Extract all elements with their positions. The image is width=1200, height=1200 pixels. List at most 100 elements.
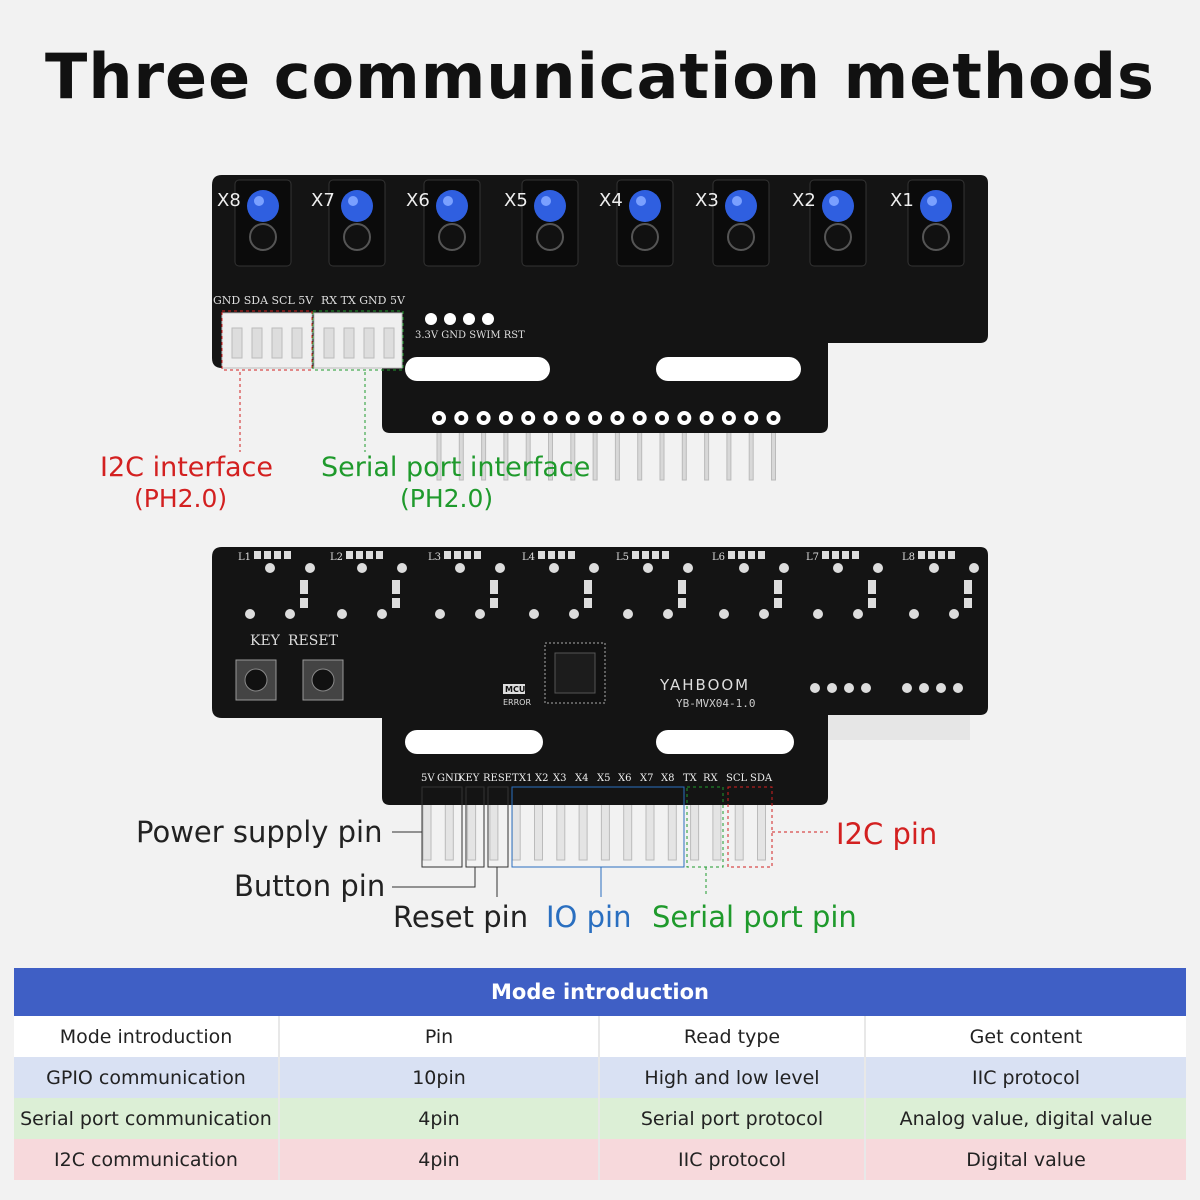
pin-label: SDA: [750, 773, 773, 784]
led-group: [623, 551, 693, 619]
table-cell: Digital value: [865, 1139, 1186, 1180]
led-label: L5: [616, 552, 629, 563]
led-label: L3: [428, 552, 441, 563]
led-group: [909, 551, 979, 619]
led-label: L1: [238, 552, 251, 563]
ir-sensor: [907, 179, 965, 267]
serial-interface-callout: Serial port interface: [321, 452, 591, 483]
table-cell: I2C communication: [14, 1139, 280, 1180]
led-group: [719, 551, 789, 619]
sensor-label: X8: [217, 190, 241, 211]
pin-label: 5V: [421, 773, 435, 784]
serial-pin-box: [686, 786, 724, 868]
led-group: [813, 551, 883, 619]
sensor-label: X5: [504, 190, 528, 211]
i2c-interface-callout: I2C interface: [100, 452, 273, 483]
i2c-pin-callout: I2C pin: [836, 817, 938, 851]
bottom-slot-left: [405, 730, 543, 754]
led-group: [337, 551, 407, 619]
table-row: GPIO communication 10pin High and low le…: [14, 1057, 1186, 1098]
pin-label: X7: [640, 773, 653, 784]
table-cell: Serial port protocol: [599, 1098, 866, 1139]
sensor-label: X1: [890, 190, 914, 211]
led-group: [529, 551, 599, 619]
ir-sensor: [423, 179, 481, 267]
led-label: L6: [712, 552, 725, 563]
smd-components: [245, 551, 979, 619]
table-row: Serial port communication 4pin Serial po…: [14, 1098, 1186, 1139]
brand-logo: YAHBOOM: [659, 676, 750, 694]
pin-label: X5: [597, 773, 610, 784]
led-label: L4: [522, 552, 535, 563]
ir-sensor: [234, 179, 292, 267]
io-pin-box: [511, 786, 685, 868]
reset-label: RESET: [288, 633, 339, 649]
pin-label: TX: [683, 773, 698, 784]
table-cell: 10pin: [279, 1057, 600, 1098]
pin-label: X8: [661, 773, 674, 784]
power-supply-pin-callout: Power supply pin: [136, 815, 383, 849]
bottom-slot-right: [656, 730, 794, 754]
pin-label: X6: [618, 773, 631, 784]
table-cell: Serial port communication: [14, 1098, 280, 1139]
table-cell: Analog value, digital value: [865, 1098, 1186, 1139]
table-cell: 4pin: [279, 1139, 600, 1180]
led-group: [435, 551, 505, 619]
mode-table: Mode introduction Mode introduction Pin …: [14, 968, 1186, 1180]
header-pads: [432, 411, 781, 425]
pin-label: SCL: [726, 773, 748, 784]
sensor-label: X6: [406, 190, 430, 211]
ir-sensor: [809, 179, 867, 267]
serial-port-pin-callout: Serial port pin: [652, 900, 857, 934]
io-pin-callout: IO pin: [546, 900, 632, 934]
pin-label: X2: [535, 773, 548, 784]
sensor-label: X7: [311, 190, 335, 211]
sensor-label: X2: [792, 190, 816, 211]
error-label: ERROR: [503, 698, 531, 707]
ir-sensor: [521, 179, 579, 267]
sensor-label: X3: [695, 190, 719, 211]
connector2-label: RX TX GND 5V: [321, 294, 406, 307]
pin-label: RX: [703, 773, 719, 784]
col-header: Mode introduction: [14, 1016, 280, 1057]
pin-label: GND: [437, 773, 462, 784]
mcu-label: MCU: [505, 685, 525, 694]
col-header: Pin: [279, 1016, 600, 1057]
pin-label: X1: [519, 773, 532, 784]
table-cell: High and low level: [599, 1057, 866, 1098]
reset-pin-callout: Reset pin: [393, 900, 529, 934]
i2c-pin-box: [727, 786, 773, 868]
page-title: Three communication methods: [45, 40, 1155, 113]
ir-sensor: [712, 179, 770, 267]
table-cell: GPIO communication: [14, 1057, 280, 1098]
connector1-label: GND SDA SCL 5V: [213, 294, 314, 307]
pin-label: X4: [575, 773, 588, 784]
table-header-row: Mode introduction Pin Read type Get cont…: [14, 1016, 1186, 1057]
pin-label: X3: [553, 773, 566, 784]
key-label: KEY: [250, 633, 281, 649]
ir-sensor: [616, 179, 674, 267]
button-pin-callout: Button pin: [234, 869, 386, 903]
led-label: L2: [330, 552, 343, 563]
table-cell: 4pin: [279, 1098, 600, 1139]
board-model: YB-MVX04-1.0: [676, 697, 755, 710]
serial-highlight-box: [312, 310, 404, 371]
sensor-row: [234, 179, 965, 267]
table-cell: IIC protocol: [865, 1057, 1186, 1098]
led-group: [245, 551, 315, 619]
i2c-highlight-box: [221, 310, 313, 371]
swim-label: 3.3V GND SWIM RST: [415, 330, 525, 341]
led-label: L7: [806, 552, 819, 563]
table-cell: IIC protocol: [599, 1139, 866, 1180]
mount-slot-right: [656, 357, 801, 381]
table-row: I2C communication 4pin IIC protocol Digi…: [14, 1139, 1186, 1180]
pin-label: RESET: [483, 773, 519, 784]
col-header: Read type: [599, 1016, 866, 1057]
i2c-interface-sub: (PH2.0): [134, 484, 228, 513]
pin-label: KEY: [458, 773, 480, 784]
